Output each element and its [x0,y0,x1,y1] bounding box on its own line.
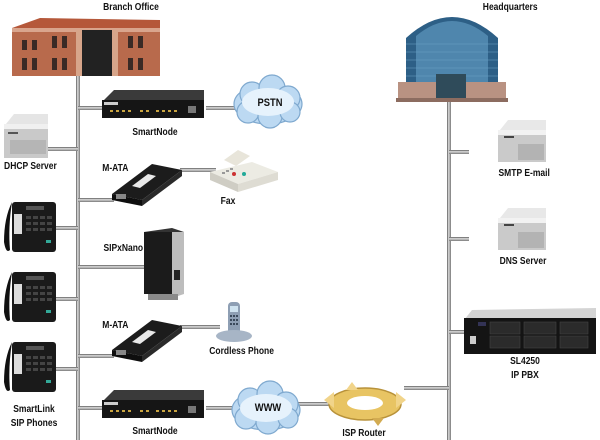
smtp-label: SMTP E-mail [498,168,550,179]
mata-fax-device[interactable] [108,160,184,208]
sip-phone-2-icon[interactable] [2,268,58,326]
dhcp-server-icon[interactable] [2,112,50,160]
link-phone3 [56,367,78,371]
link-pstn [206,106,236,110]
sip-phone-3-icon[interactable] [2,338,58,396]
link-dns [449,237,469,241]
cordless-phone-label: Cordless Phone [209,346,274,357]
sip-phones-label-line2: SIP Phones [10,418,58,429]
sip-phones-label-line1: SmartLink [13,404,55,415]
ippbx-rack-server-icon[interactable] [462,306,598,358]
smartnode-pstn-device[interactable] [100,88,208,122]
link-router-hq [404,386,449,390]
link-cordless [180,325,220,329]
mata-fax-label: M-ATA [102,163,129,174]
smtp-server-icon[interactable] [496,120,548,164]
dns-server-icon[interactable] [496,208,548,252]
branch-office-title: Branch Office [103,2,159,13]
link-router [290,402,330,406]
link-smartnode-www [78,406,104,410]
pstn-label: PSTN [257,97,283,109]
www-cloud-icon[interactable] [228,380,304,436]
fax-label: Fax [220,196,236,207]
isp-router-label: ISP Router [342,428,386,439]
dns-label: DNS Server [499,256,547,267]
sipxnano-device[interactable] [142,228,186,302]
pstn-cloud-icon[interactable] [230,74,306,130]
link-www [206,406,236,410]
link-dhcp [48,147,78,151]
link-smtp [449,150,469,154]
link-sipxnano [78,265,148,269]
link-ippbx [449,330,469,334]
link-phone1 [56,226,78,230]
branch-backbone [76,74,80,440]
sipxnano-label: SIPxNano [103,243,144,254]
link-smartnode-pstn [78,106,104,110]
cordless-phone-icon[interactable] [214,300,254,344]
fax-icon[interactable] [208,150,280,194]
link-mata-cordless [78,354,114,358]
isp-router-icon[interactable] [322,380,408,428]
smartnode-www-label: SmartNode [132,426,178,437]
ippbx-label-line1: SL4250 [510,356,540,367]
dhcp-server-label: DHCP Server [4,161,57,172]
link-mata-fax [78,198,114,202]
branch-office-building-icon [10,14,160,78]
headquarters-title: Headquarters [482,2,538,13]
smartnode-www-device[interactable] [100,388,208,422]
link-fax [180,168,216,172]
mata-cordless-label: M-ATA [102,320,129,331]
sip-phone-1-icon[interactable] [2,198,58,256]
link-phone2 [56,297,78,301]
headquarters-building-icon [396,2,508,104]
hq-backbone [447,100,451,440]
ippbx-label-line2: IP PBX [511,370,539,381]
mata-cordless-device[interactable] [108,316,184,364]
smartnode-pstn-label: SmartNode [132,127,178,138]
www-label: WWW [254,402,282,414]
